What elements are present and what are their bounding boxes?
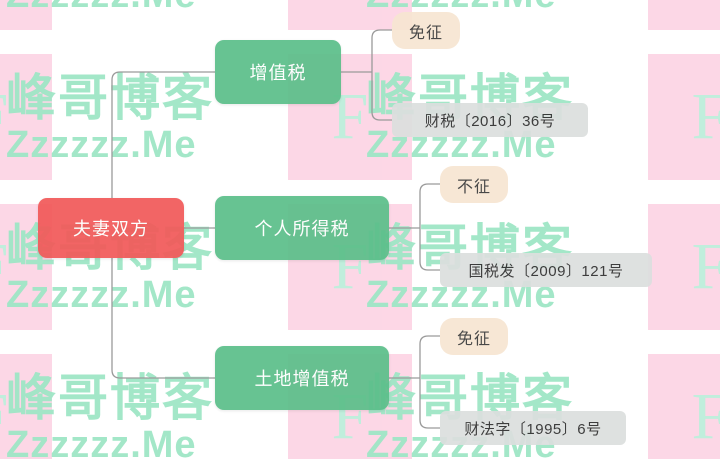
link-branch-0-to-ref: [371, 72, 392, 121]
link-branch-1-to-tag: [419, 183, 440, 228]
branch-2-tag-label: 免征: [456, 330, 491, 348]
branch-node-1[interactable]: 个人所得税: [215, 196, 389, 260]
branch-node-0[interactable]: 增值税: [215, 40, 341, 104]
root-node[interactable]: 夫妻双方: [38, 198, 184, 258]
link-branch-1-to-ref: [419, 228, 440, 271]
link-branch-2-to-ref: [419, 378, 440, 429]
branch-1-tag-label: 不征: [456, 178, 491, 196]
branch-2-reference-label: 财法字〔1995〕6号: [464, 420, 602, 438]
link-root-to-branch-0: [111, 71, 215, 198]
branch-0-reference[interactable]: 财税〔2016〕36号: [392, 103, 588, 137]
branch-1-tag[interactable]: 不征: [440, 166, 508, 203]
branch-node-2[interactable]: 土地增值税: [215, 346, 389, 410]
branch-1-reference[interactable]: 国税发〔2009〕121号: [440, 253, 652, 287]
branch-node-2-label: 土地增值税: [254, 369, 350, 389]
branch-1-reference-label: 国税发〔2009〕121号: [468, 262, 624, 280]
branch-2-tag[interactable]: 免征: [440, 318, 508, 355]
root-node-label: 夫妻双方: [73, 219, 149, 239]
branch-0-reference-label: 财税〔2016〕36号: [424, 112, 556, 130]
branch-2-reference[interactable]: 财法字〔1995〕6号: [440, 411, 626, 445]
link-branch-0-to-tag: [371, 29, 392, 72]
branch-node-1-label: 个人所得税: [254, 219, 350, 239]
branch-node-0-label: 增值税: [249, 63, 307, 83]
link-branch-2-to-tag: [419, 335, 440, 378]
link-root-to-branch-2: [111, 258, 215, 379]
branch-0-tag-label: 免征: [408, 24, 443, 42]
branch-0-tag[interactable]: 免征: [392, 12, 460, 49]
